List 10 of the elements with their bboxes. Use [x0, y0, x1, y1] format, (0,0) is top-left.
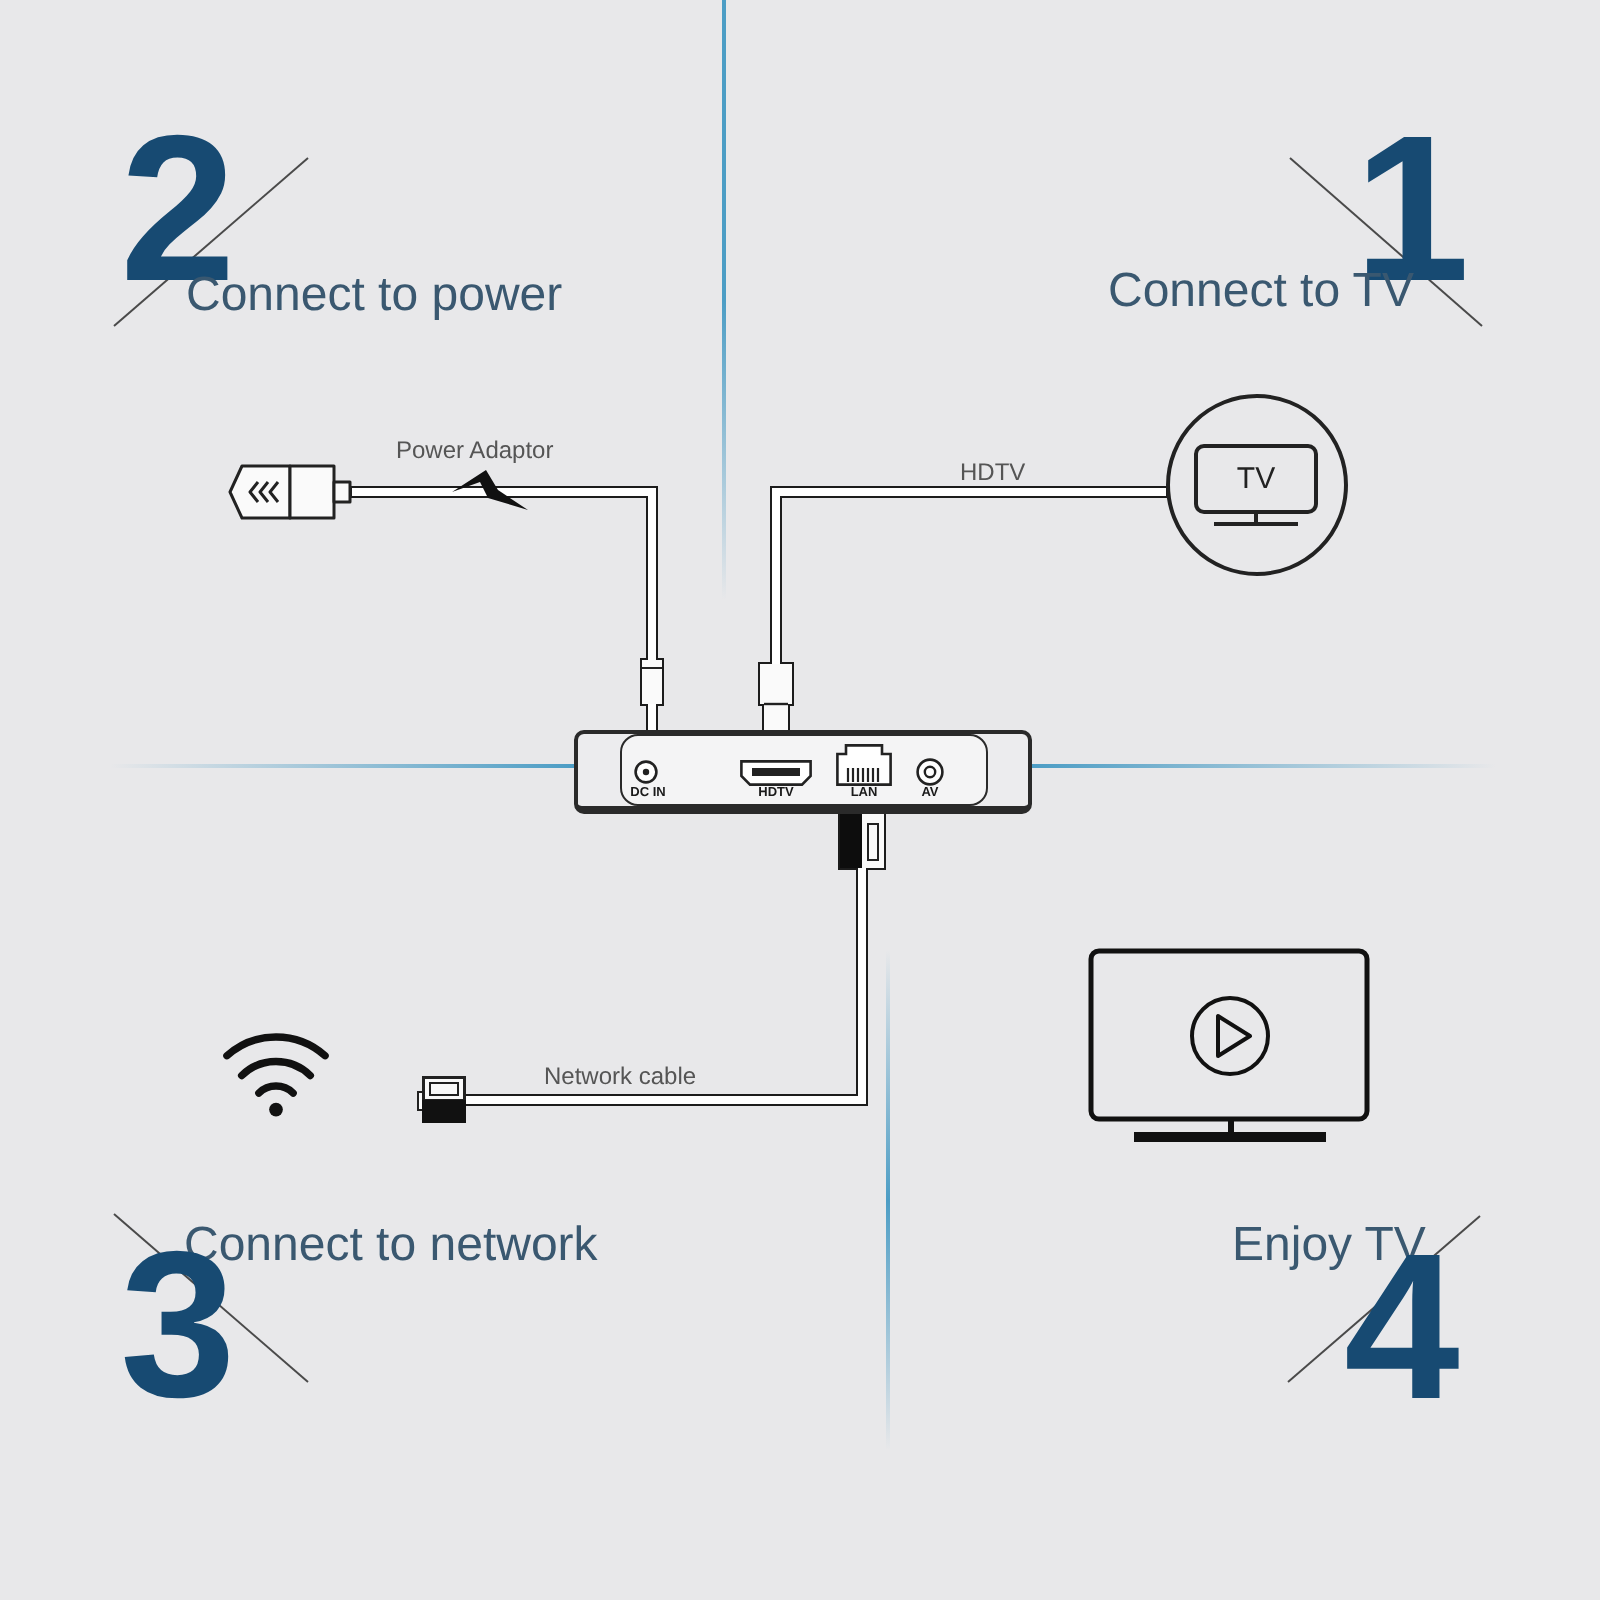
cable [352, 488, 663, 730]
cable-label: HDTV [960, 460, 1026, 484]
cable-label: Power Adaptor [396, 438, 554, 462]
cable-label: Network cable [544, 1064, 697, 1088]
cable [758, 488, 1166, 732]
ethernet-plug [416, 1076, 466, 1124]
set-top-box [574, 730, 1032, 814]
tv-label: TV [1236, 464, 1276, 494]
cable [466, 813, 885, 1104]
power-plug [228, 460, 352, 524]
